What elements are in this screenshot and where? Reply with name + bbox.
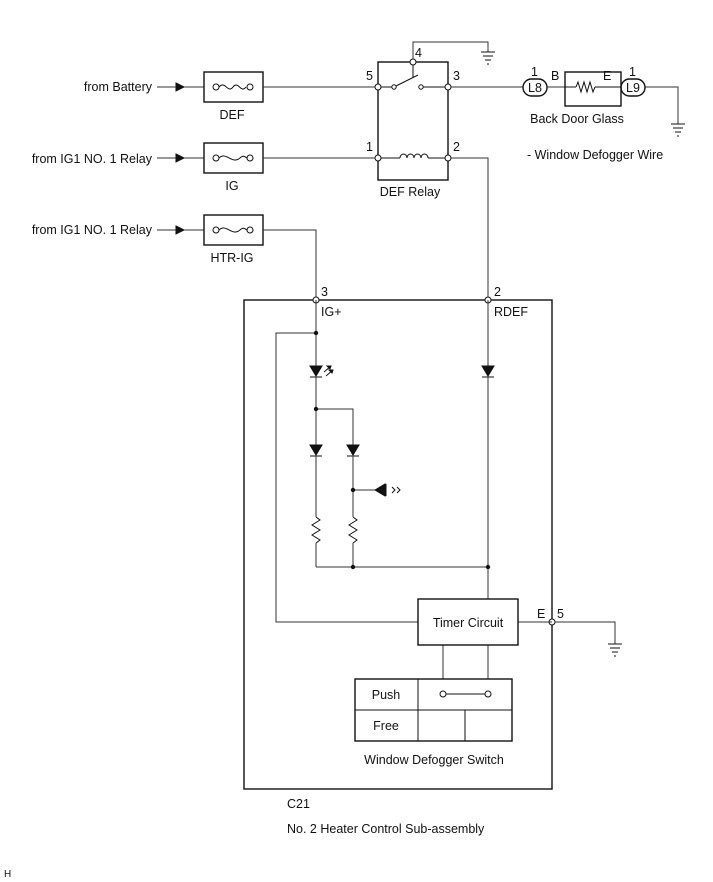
wires (263, 41, 679, 644)
relay-pin-2: 2 (453, 140, 460, 154)
relay-pin-5: 5 (366, 69, 373, 83)
arrow-battery-icon (157, 82, 186, 92)
controller-pin-2: 2 (494, 285, 501, 299)
relay-terminals (374, 58, 452, 162)
ground-icon-top (481, 51, 495, 65)
connector-l9-pin: 1 (629, 65, 636, 79)
switch-name-label: Window Defogger Switch (364, 753, 504, 767)
def-relay-label: DEF Relay (380, 185, 441, 199)
switch-free-label: Free (373, 719, 399, 733)
controller-name-label: No. 2 Heater Control Sub-assembly (287, 822, 485, 836)
def-relay (377, 61, 449, 181)
connector-l9-label: L9 (626, 81, 640, 95)
heater-control-box (243, 299, 553, 790)
htr-ig-fuse (184, 214, 264, 246)
controller-label-ig: IG+ (321, 305, 342, 319)
defogger-wire-label: - Window Defogger Wire (527, 148, 663, 162)
def-fuse (184, 71, 264, 103)
corner-mark: H (4, 869, 11, 880)
arrow-ig-icon (157, 153, 186, 163)
ig-fuse-label: IG (225, 179, 238, 193)
controller-label-e: E (537, 607, 545, 621)
input-ig1-relay-label-2: from IG1 NO. 1 Relay (32, 223, 153, 237)
light-sensor-icon (391, 486, 401, 494)
relay-pin-4: 4 (415, 46, 422, 60)
ig-fuse (184, 142, 264, 174)
connector-l8-label: L8 (528, 81, 542, 95)
relay-pin-3: 3 (453, 69, 460, 83)
controller-pin-3: 3 (321, 285, 328, 299)
def-fuse-label: DEF (220, 108, 245, 122)
connector-l9 (620, 78, 646, 97)
connector-l8-pin: 1 (531, 65, 538, 79)
input-ig1-relay-label-1: from IG1 NO. 1 Relay (32, 152, 153, 166)
controller-internal-wiring (275, 300, 552, 679)
switch-push-label: Push (372, 688, 401, 702)
input-battery-label: from Battery (84, 80, 153, 94)
junction-dots (313, 330, 491, 570)
connector-code-label: C21 (287, 797, 310, 811)
controller-pin-5: 5 (557, 607, 564, 621)
htr-ig-fuse-label: HTR-IG (210, 251, 253, 265)
ground-icon-defogger (671, 123, 685, 137)
led-light-icon (323, 365, 334, 377)
timer-circuit-label: Timer Circuit (433, 616, 504, 630)
defogger-term-b: B (551, 69, 559, 83)
timer-circuit (417, 598, 519, 646)
controller-label-rdef: RDEF (494, 305, 528, 319)
ground-icon-controller (608, 643, 622, 657)
arrow-htr-ig-icon (157, 225, 186, 235)
defogger-term-e: E (603, 69, 611, 83)
relay-pin-1: 1 (366, 140, 373, 154)
back-door-glass-label: Back Door Glass (530, 112, 624, 126)
defogger-switch (354, 678, 513, 742)
